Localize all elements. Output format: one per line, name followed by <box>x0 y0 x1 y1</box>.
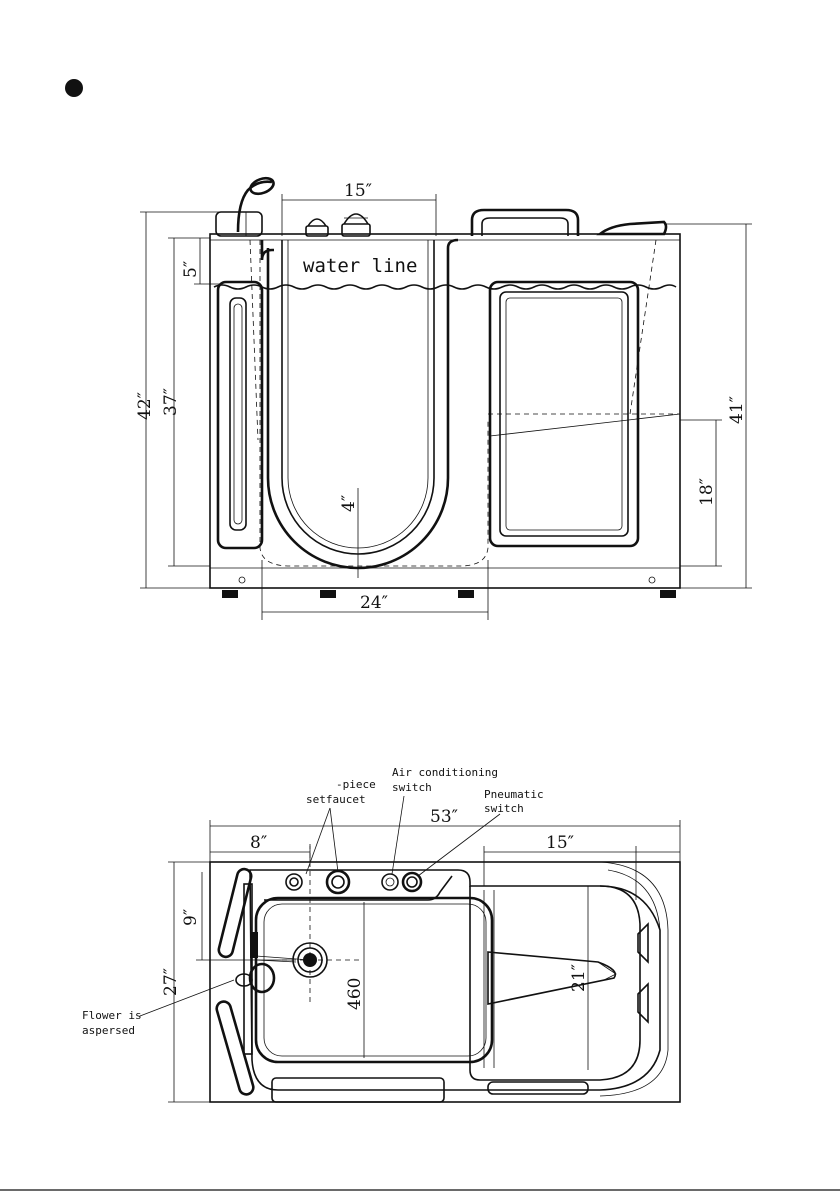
label-air-2: switch <box>392 781 432 794</box>
jet-shape <box>488 952 615 1004</box>
basin <box>256 898 492 1062</box>
knob-large <box>342 214 370 236</box>
dim-basin-size: 460 <box>345 978 365 1010</box>
dim-overall-length: 53″ <box>430 807 458 827</box>
foot-1 <box>222 590 238 598</box>
dim-height-total: 42″ <box>135 392 155 420</box>
section-bullet <box>65 79 83 97</box>
dim-seat-drop: 4″ <box>339 495 359 512</box>
dim-bottom-width: 24″ <box>360 593 388 613</box>
seat <box>470 886 640 1080</box>
bottom-handle <box>488 1082 588 1094</box>
dim-drain-offset: 9″ <box>181 909 201 926</box>
water-line-label: water line <box>303 255 417 277</box>
left-panel <box>218 282 262 548</box>
dim-seat-height: 18″ <box>697 478 717 506</box>
label-flower-2: aspersed <box>82 1024 135 1037</box>
dim-depth: 27″ <box>161 968 181 996</box>
hand-shower-head <box>248 175 275 196</box>
dim-top-width: 15″ <box>344 181 372 201</box>
dim-left-offset: 8″ <box>250 833 267 853</box>
grab-bar-bottom <box>215 1000 255 1096</box>
front-view: water line 15″ <box>135 175 752 620</box>
label-air-1: Air conditioning <box>392 766 498 779</box>
grab-bar-top <box>217 868 252 959</box>
label-pneumatic-1: Pneumatic <box>484 788 544 801</box>
dim-height-right: 41″ <box>727 396 747 424</box>
label-pneumatic-2: switch <box>484 802 524 815</box>
foot-4 <box>660 590 676 598</box>
water-line-wave <box>214 285 676 289</box>
foot-2 <box>320 590 336 598</box>
dim-height-water: 37″ <box>161 388 181 416</box>
dim-right-offset: 15″ <box>546 833 574 853</box>
dim-seat-depth: 21″ <box>569 964 589 992</box>
top-view: -piece setfaucet Air conditioning switch… <box>82 766 680 1102</box>
knob-1 <box>286 874 302 890</box>
pillow <box>600 222 666 234</box>
hand-shower-hose <box>238 182 272 232</box>
knob-2 <box>327 871 349 893</box>
rim <box>250 870 660 1090</box>
label-faucet-2: setfaucet <box>306 793 366 806</box>
shower-head-top <box>250 964 274 992</box>
foot-3 <box>458 590 474 598</box>
dim-water-depth: 5″ <box>181 261 201 278</box>
grab-handle <box>472 210 578 236</box>
tub-shell <box>210 234 680 588</box>
label-flower-1: Flower is <box>82 1009 142 1022</box>
air-switch-knob <box>382 874 398 890</box>
label-faucet-1: -piece <box>336 778 376 791</box>
